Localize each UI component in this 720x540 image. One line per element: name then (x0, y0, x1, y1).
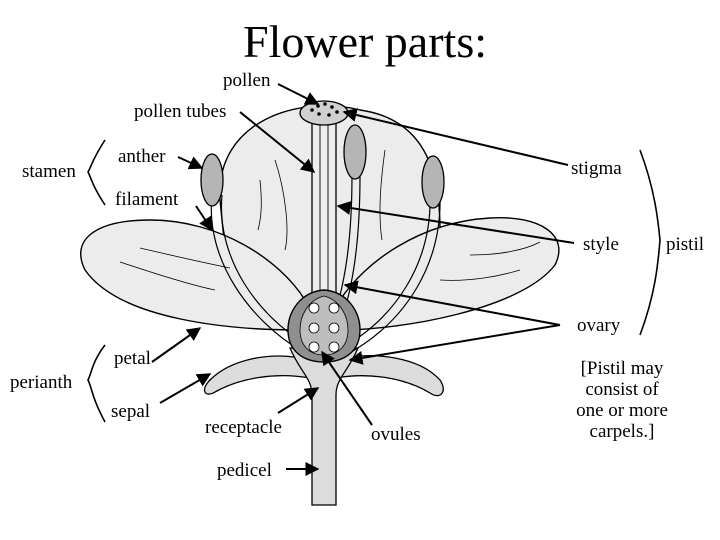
label-ovary: ovary (577, 315, 621, 336)
receptacle-arrow (277, 387, 320, 414)
label-pistil: pistil (666, 234, 705, 255)
pollen-grains (310, 102, 339, 117)
left-anther (200, 153, 224, 207)
filament-arrow (195, 205, 213, 232)
pistil-note-line: carpels.] (589, 421, 655, 442)
right-filament-inner (343, 194, 441, 357)
right-sepal (334, 355, 444, 397)
style-arrow (336, 201, 575, 244)
label-petal: petal (114, 348, 151, 369)
stamen-brace (87, 139, 106, 206)
pistil-note-line: one or more (576, 400, 668, 421)
label-filament: filament (115, 189, 179, 210)
label-pollen: pollen (223, 70, 271, 91)
label-perianth: perianth (10, 372, 73, 393)
stigma-arrow (342, 108, 569, 166)
label-stigma: stigma (571, 158, 622, 179)
pistil-note-line: consist of (585, 379, 659, 400)
label-anther: anther (118, 146, 166, 167)
style-shape (311, 119, 337, 301)
left-petal (80, 219, 306, 331)
label-pollen-tubes: pollen tubes (134, 101, 227, 122)
label-sepal: sepal (111, 401, 151, 422)
ovary-arrow-upper (343, 280, 561, 326)
ovule-dots (308, 302, 340, 353)
center-anther (343, 124, 367, 180)
left-sepal (203, 355, 311, 395)
label-ovules: ovules (371, 424, 421, 445)
label-receptacle: receptacle (205, 417, 282, 438)
label-pedicel: pedicel (217, 460, 272, 481)
perianth-brace (87, 344, 106, 423)
pistil-note: [Pistil may consist of one or more carpe… (562, 358, 682, 442)
petal-veins (119, 149, 541, 291)
ovules-arrow (321, 350, 373, 426)
pistil-brace (639, 149, 661, 336)
pistil-note-line: [Pistil may (580, 358, 664, 379)
page-title: Flower parts: (242, 16, 487, 67)
label-style: style (583, 234, 619, 255)
right-anther (421, 155, 445, 209)
right-petal (339, 217, 560, 331)
anther-arrow (177, 156, 204, 170)
petal-arrow (151, 327, 202, 363)
pollen-arrow (277, 83, 320, 105)
pollen-tubes-arrow (239, 111, 316, 173)
sepal-arrow (159, 373, 212, 404)
ovary-arrow-lower (348, 324, 561, 365)
label-stamen: stamen (22, 161, 76, 182)
